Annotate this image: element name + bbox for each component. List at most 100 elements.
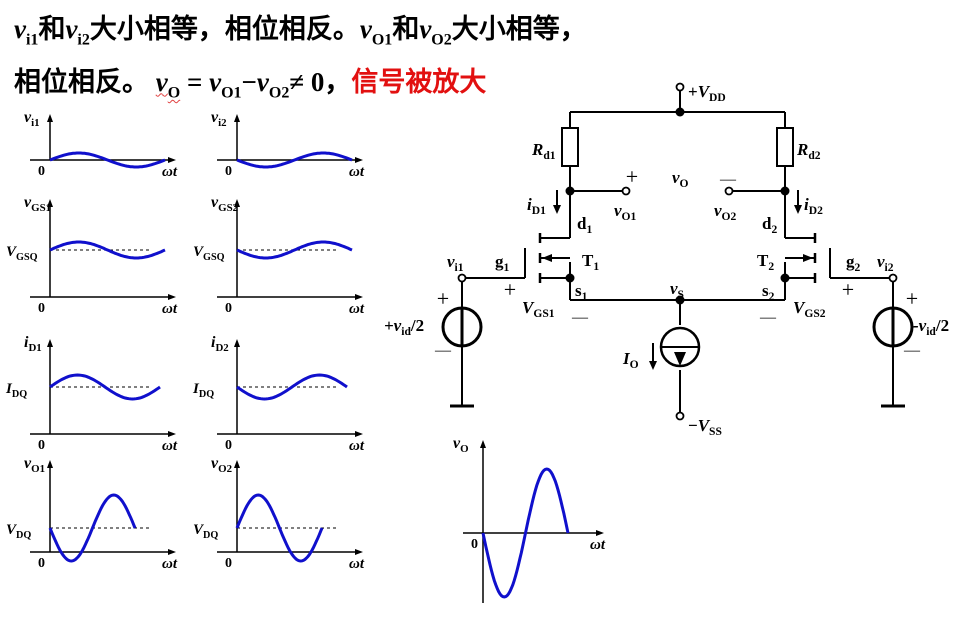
x-axis-label: ωt	[349, 438, 365, 454]
y-axis-label: vGS1	[24, 194, 51, 214]
vgs1-plus-sign: +	[504, 277, 516, 302]
label-subscript: 1	[586, 223, 592, 236]
label-subscript: O	[630, 358, 639, 371]
quiescent-label: VDQ	[193, 522, 218, 541]
quiescent-label: VDQ	[6, 522, 31, 541]
y-axis-arrow	[47, 114, 53, 122]
origin-label: 0	[38, 164, 45, 179]
y-axis-arrow	[47, 199, 53, 207]
label-subscript: O1	[622, 210, 637, 223]
label-subscript: 2	[768, 260, 774, 273]
rd2-label: Rd2	[796, 140, 821, 162]
g1-label: g1	[495, 252, 510, 274]
label-main: -v	[913, 316, 927, 335]
label-main: v	[24, 109, 32, 126]
label-subscript: GS2	[804, 307, 825, 320]
label-main: T	[582, 251, 594, 270]
y-axis-label: iD1	[24, 334, 42, 354]
label-subscript: GS1	[533, 307, 554, 320]
vdd-label: +VDD	[688, 82, 726, 104]
vo1-plus-sign: +	[626, 164, 638, 189]
label-main: v	[453, 435, 461, 452]
label-subscript: D1	[28, 342, 41, 354]
label-main: v	[24, 455, 32, 472]
label-subscript: DQ	[199, 389, 214, 400]
explanation-line-2: 相位相反。 vO = vO1−vO2≠ 0，信号被放大	[14, 61, 964, 114]
label-main: d	[577, 214, 587, 233]
rd1-label: Rd1	[531, 140, 556, 162]
header-segment: v	[359, 14, 372, 44]
id2-arrow-head	[794, 205, 802, 214]
label-main: R	[531, 140, 543, 159]
io-label: IO	[622, 349, 639, 371]
terminals	[457, 82, 898, 421]
vi2-label: vi2	[877, 252, 894, 274]
header-segment: −	[241, 67, 257, 98]
x-axis-label: ωt	[590, 537, 606, 553]
header-segment: v	[14, 14, 26, 44]
label-subscript: DQ	[12, 389, 27, 400]
y-axis-arrow	[234, 199, 240, 207]
label-main: v	[24, 194, 32, 211]
label-main: V	[698, 82, 711, 101]
label-main: V	[698, 416, 711, 435]
left-source-plus: +	[437, 286, 449, 311]
label-subscript: D2	[809, 204, 823, 217]
label-main: V	[793, 298, 806, 317]
id2-label: iD2	[804, 195, 823, 217]
header-segment: O	[167, 84, 181, 102]
y-axis-arrow	[234, 460, 240, 468]
vs-label: vS	[670, 279, 684, 301]
label-main: v	[211, 194, 219, 211]
label-subscript: O1	[31, 463, 45, 475]
vo2-minus-sign: —	[719, 171, 737, 188]
x-axis-arrow	[168, 549, 176, 555]
label-subscript: i2	[218, 117, 226, 129]
header-segment: v	[155, 67, 168, 98]
label-main: s	[575, 281, 582, 300]
origin-label: 0	[38, 438, 45, 453]
label-main: i	[527, 195, 532, 214]
origin-label: 0	[225, 438, 232, 453]
label-subscript: O	[680, 177, 689, 190]
y-axis-arrow	[234, 114, 240, 122]
label-main: v	[670, 279, 678, 298]
label-suffix: /2	[410, 316, 424, 335]
label-subscript: D1	[532, 204, 546, 217]
voltage-source-right	[872, 306, 914, 348]
vgs1-minus-sign: —	[571, 309, 589, 326]
y-axis-label: vO	[453, 435, 469, 455]
header-segment: i2	[77, 31, 90, 49]
waveform-vo1	[48, 493, 137, 563]
label-main: V	[522, 298, 535, 317]
waveform-vi2	[236, 151, 353, 169]
explanation-text: vi1和vi2大小相等，相位相反。vO1和vO2大小相等， 相位相反。 vO =…	[14, 8, 964, 115]
quiescent-label: VGSQ	[6, 244, 38, 263]
id1-label: iD1	[527, 195, 546, 217]
vgs1-label: VGS1	[522, 298, 555, 320]
label-main: i	[211, 334, 216, 351]
label-main: V	[193, 244, 205, 260]
label-subscript: i1	[31, 117, 39, 129]
label-subscript: D2	[215, 342, 228, 354]
waveform-vgs1	[49, 240, 166, 260]
label-main: i	[24, 334, 29, 351]
label-subscript: id	[926, 325, 936, 338]
quiescent-label: IDQ	[5, 381, 27, 400]
x-axis-label: ωt	[349, 556, 365, 572]
x-axis-label: ωt	[162, 164, 178, 180]
label-main: V	[6, 244, 18, 260]
plot-vi1: vi1 0 ωt	[24, 109, 178, 180]
label-main: v	[614, 201, 622, 220]
mosfet-channels	[538, 233, 817, 283]
waveform-vo	[481, 467, 570, 599]
label-main: +v	[384, 316, 402, 335]
header-segment: O1	[221, 84, 242, 102]
